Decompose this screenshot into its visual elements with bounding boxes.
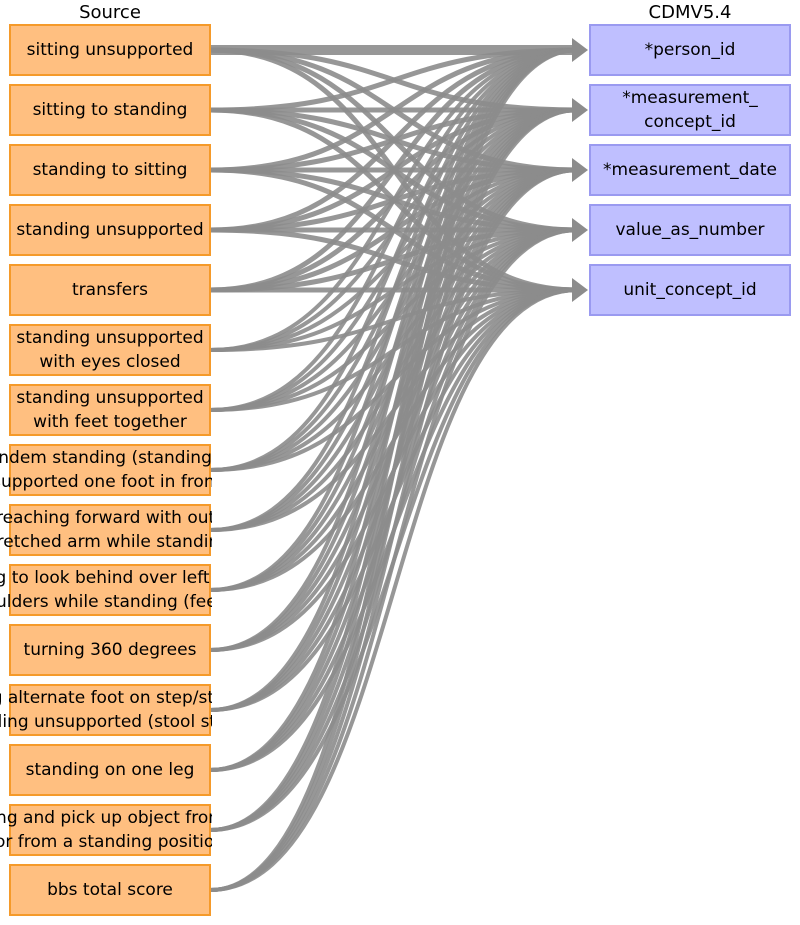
source-field-label: standing unsupported <box>16 328 203 348</box>
arrowhead <box>572 38 588 62</box>
source-field-label: turning to look behind over left and rig <box>0 568 275 588</box>
mapping-edge <box>209 48 579 352</box>
target-field-box[interactable] <box>589 24 791 76</box>
target-field-label: value_as_number <box>615 220 764 240</box>
source-field-label: standing unsupported <box>16 220 203 240</box>
source-field-label: sitting unsupported <box>27 40 194 60</box>
mapping-edge <box>209 168 579 892</box>
mapping-edge <box>209 47 579 233</box>
arrowhead <box>572 218 588 242</box>
mapping-edge <box>209 48 579 892</box>
mapping-edge <box>209 48 579 772</box>
target-field-label: *measurement_ <box>622 88 758 108</box>
source-field-label: ht shoulders while standing (feet fixed) <box>0 592 277 612</box>
source-field-box[interactable] <box>9 804 211 856</box>
mapping-edge <box>209 48 579 532</box>
source-field-box[interactable] <box>9 744 211 796</box>
target-field-label: concept_id <box>644 112 736 132</box>
source-field-label: standing unsupported <box>16 388 203 408</box>
mapping-edge <box>209 47 579 293</box>
mapping-edge <box>209 48 579 652</box>
target-field-label: *measurement_date <box>603 160 777 180</box>
source-field-label: retrieving and pick up object from the f… <box>0 808 285 828</box>
source-labels: sitting unsupported sitting to standing st… <box>0 40 285 900</box>
mapping-edge <box>209 228 579 892</box>
source-field-label: tandem standing (standing un <box>0 448 239 468</box>
target-fields: *person_id *measurement_ concept_id *measur… <box>589 24 791 316</box>
source-field-box[interactable] <box>9 24 211 76</box>
target-field-box[interactable] <box>589 84 791 136</box>
target-column-title: CDMV5.4 <box>649 2 732 23</box>
mapping-edge <box>209 48 579 412</box>
source-field-label: placing alternate foot on step/stool whi… <box>0 688 279 708</box>
mapping-edge <box>209 48 579 592</box>
mapping-edge <box>209 47 579 173</box>
source-field-box[interactable] <box>9 564 211 616</box>
source-field-box[interactable] <box>9 684 211 736</box>
source-column-title: Source <box>79 2 141 23</box>
arrowhead <box>572 158 588 182</box>
source-field-box[interactable] <box>9 264 211 316</box>
source-field-label: bbs total score <box>47 880 173 900</box>
source-field-label: supported one foot in front) <box>0 472 228 492</box>
source-field-box[interactable] <box>9 324 211 376</box>
arrowhead <box>572 278 588 302</box>
source-field-label: with feet together <box>33 412 187 432</box>
target-field-label: unit_concept_id <box>623 280 756 300</box>
target-field-box[interactable] <box>589 204 791 256</box>
mapping-edge <box>209 108 579 892</box>
source-field-box[interactable] <box>9 444 211 496</box>
source-field-box[interactable] <box>9 204 211 256</box>
target-field-box[interactable] <box>589 144 791 196</box>
source-field-label: reaching forward with outs <box>0 508 224 528</box>
source-field-box[interactable] <box>9 624 211 676</box>
source-field-box[interactable] <box>9 384 211 436</box>
arrowheads <box>572 38 588 302</box>
source-field-box[interactable] <box>9 864 211 916</box>
source-field-label: with eyes closed <box>39 352 180 372</box>
mapping-edge <box>209 48 579 712</box>
source-field-label: tretched arm while standing <box>0 532 230 552</box>
mapping-edge <box>209 48 579 472</box>
mapping-edge <box>209 288 579 892</box>
source-fields <box>9 24 211 916</box>
source-field-box[interactable] <box>9 144 211 196</box>
source-field-label: e standing unsupported (stool stepping) <box>0 712 281 732</box>
mapping-edge <box>209 47 579 113</box>
target-field-box[interactable] <box>589 264 791 316</box>
source-field-label: standing to sitting <box>33 160 188 180</box>
source-field-label: standing on one leg <box>26 760 195 780</box>
source-field-box[interactable] <box>9 504 211 556</box>
arrowhead <box>572 98 588 122</box>
source-field-label: or from a standing position <box>0 832 225 852</box>
target-field-label: *person_id <box>645 40 736 60</box>
source-field-label: sitting to standing <box>33 100 188 120</box>
mapping-edges <box>209 44 579 892</box>
source-field-label: turning 360 degrees <box>24 640 197 660</box>
source-field-box[interactable] <box>9 84 211 136</box>
source-field-label: transfers <box>72 280 148 300</box>
